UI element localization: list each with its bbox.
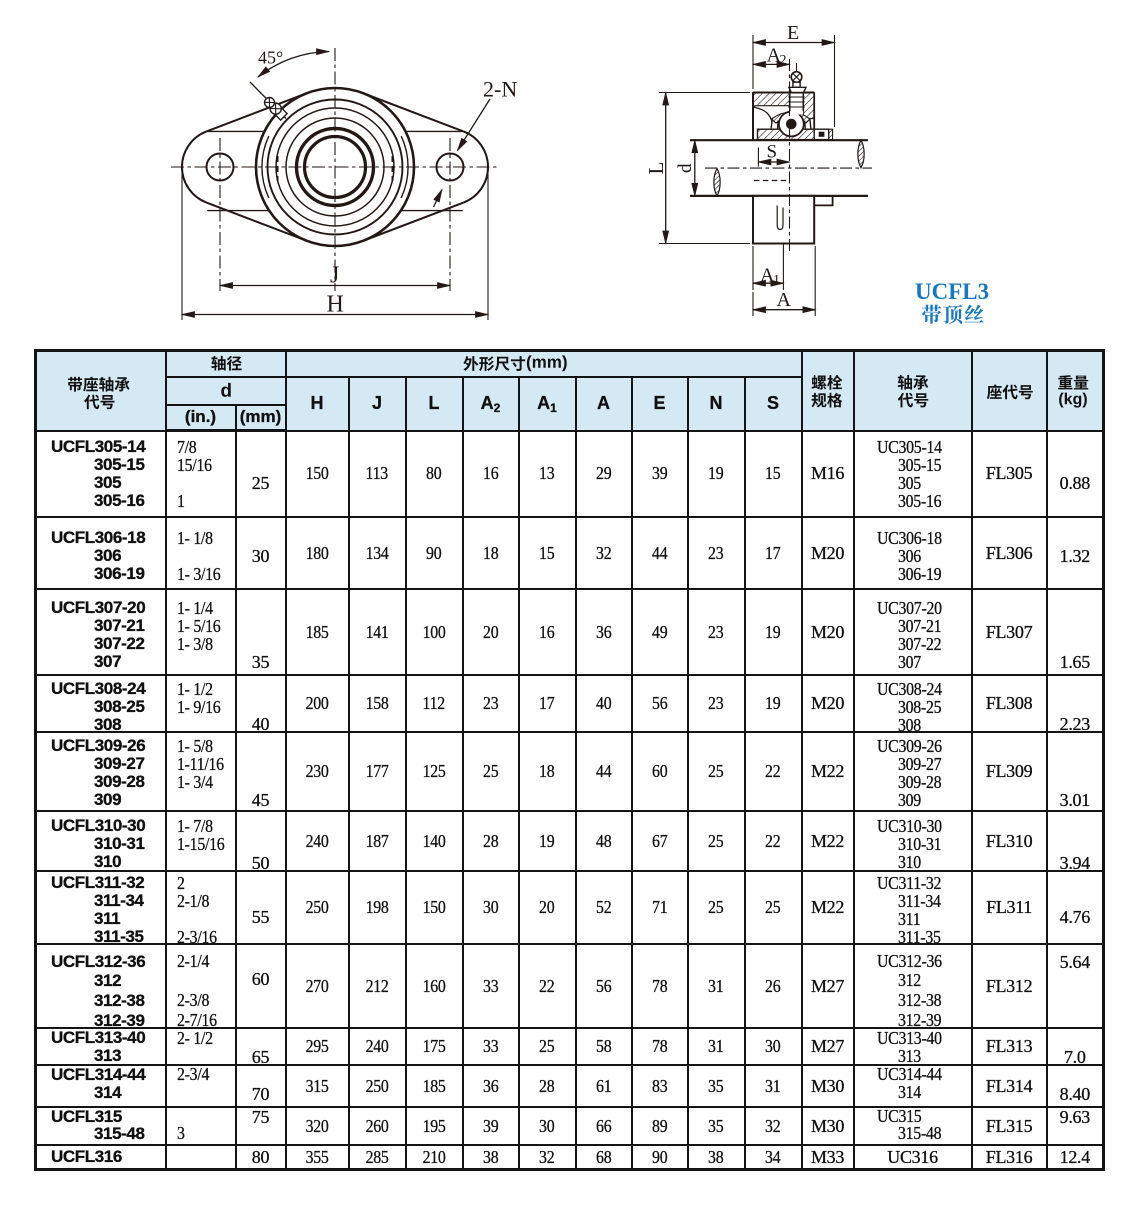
svg-text:E: E <box>787 22 799 44</box>
svg-text:A: A <box>760 265 775 287</box>
svg-text:A: A <box>777 289 792 311</box>
svg-text:2: 2 <box>780 53 787 68</box>
svg-text:A: A <box>767 45 782 67</box>
svg-text:L: L <box>644 162 668 175</box>
svg-text:H: H <box>327 292 344 318</box>
svg-text:d: d <box>675 163 696 173</box>
svg-text:2-N: 2-N <box>483 77 517 102</box>
svg-text:45°: 45° <box>258 48 283 68</box>
svg-text:S: S <box>767 142 778 163</box>
svg-text:J: J <box>330 263 339 289</box>
svg-text:1: 1 <box>773 273 780 288</box>
